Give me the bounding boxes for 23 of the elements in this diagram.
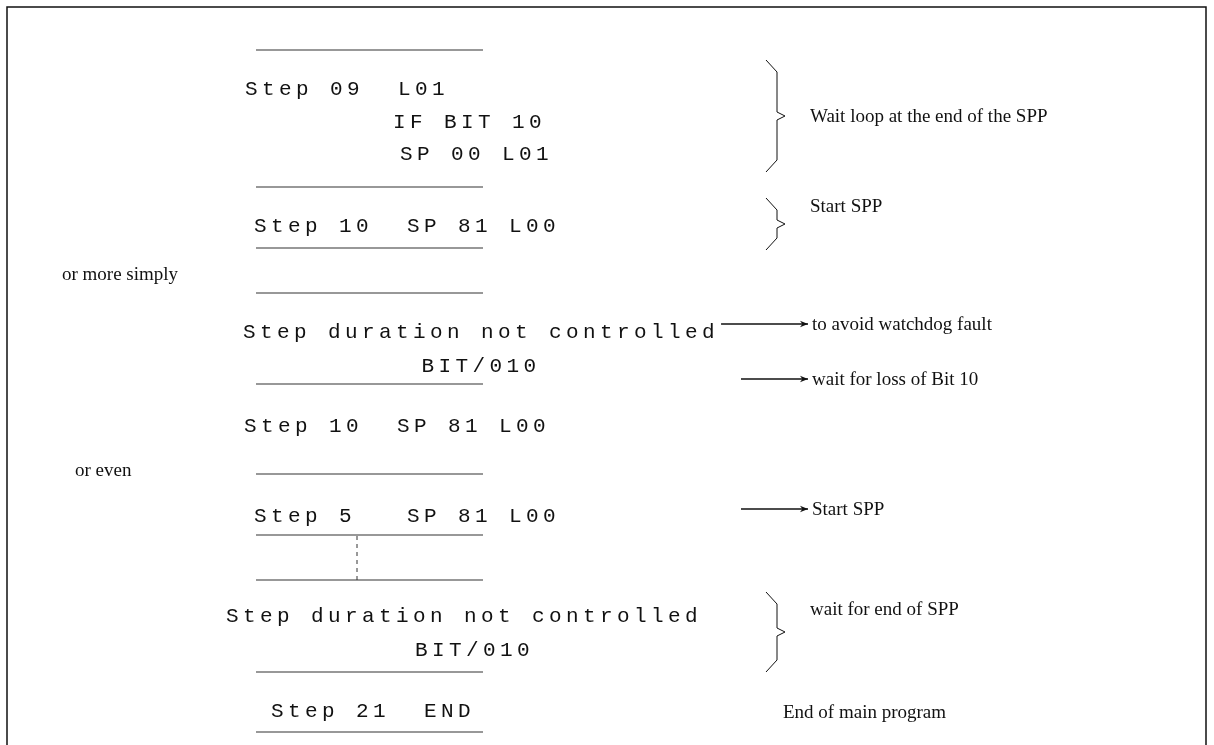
arrow: [720, 320, 809, 328]
annotation: Wait loop at the end of the SPP: [810, 104, 1048, 128]
code-line: BIT/010: [421, 355, 541, 378]
code-line: Step 21 END: [271, 699, 476, 725]
code-line: Step 10 SP 81 L00: [254, 214, 561, 240]
note-text: or even: [75, 458, 132, 482]
annotation: End of main program: [783, 700, 947, 724]
code-line: Step duration not controlled: [226, 604, 703, 630]
code-line: BIT/010: [415, 638, 534, 664]
annotation: wait for end of SPP: [810, 597, 959, 621]
annotation: to avoid watchdog fault: [812, 312, 992, 336]
annotation: Start SPP: [810, 194, 883, 218]
code-line: Step 5 SP 81 L00: [254, 504, 561, 530]
arrow: [740, 505, 809, 513]
code-line: Step duration not controlled: [243, 321, 720, 344]
code-line: SP 00 L01: [400, 142, 554, 168]
code-line: Step 10 SP 81 L00: [244, 414, 551, 440]
code-line: IF BIT 10: [393, 110, 547, 136]
annotation: wait for loss of Bit 10: [812, 367, 979, 391]
annotation: Start SPP: [812, 497, 885, 521]
code-line: Step 09 L01: [245, 77, 450, 103]
note-text: or more simply: [62, 262, 179, 286]
arrow: [740, 375, 809, 383]
